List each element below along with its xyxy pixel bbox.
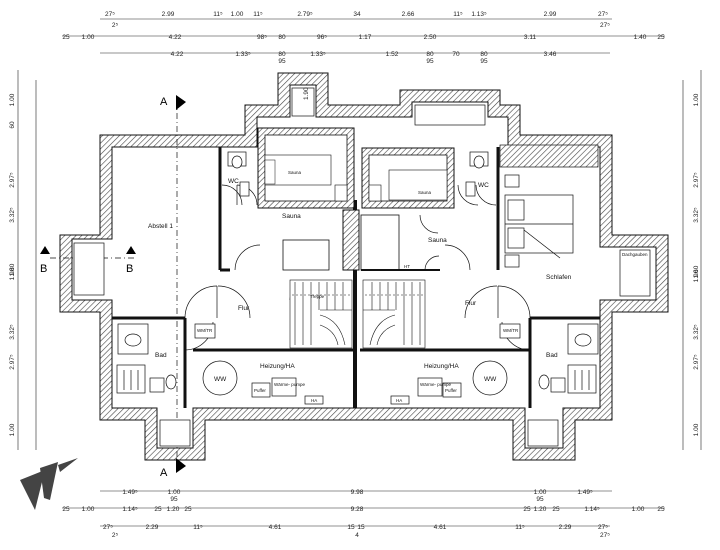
central-shaft	[342, 209, 360, 271]
dimension-top	[62, 18, 665, 54]
sauna-left-box	[257, 127, 355, 209]
dimension-bottom	[62, 490, 665, 527]
architect-logo-icon	[20, 458, 78, 510]
fixtures	[73, 87, 651, 447]
dimension-right	[682, 70, 702, 450]
stairs-left	[289, 279, 353, 349]
section-markers	[40, 95, 186, 473]
stairs-right	[362, 279, 426, 349]
sauna-bench-right	[360, 214, 400, 271]
dimension-left	[17, 70, 37, 450]
sauna-right-box	[361, 147, 455, 209]
outer-walls	[59, 72, 669, 461]
sauna-bench-left	[282, 239, 330, 271]
